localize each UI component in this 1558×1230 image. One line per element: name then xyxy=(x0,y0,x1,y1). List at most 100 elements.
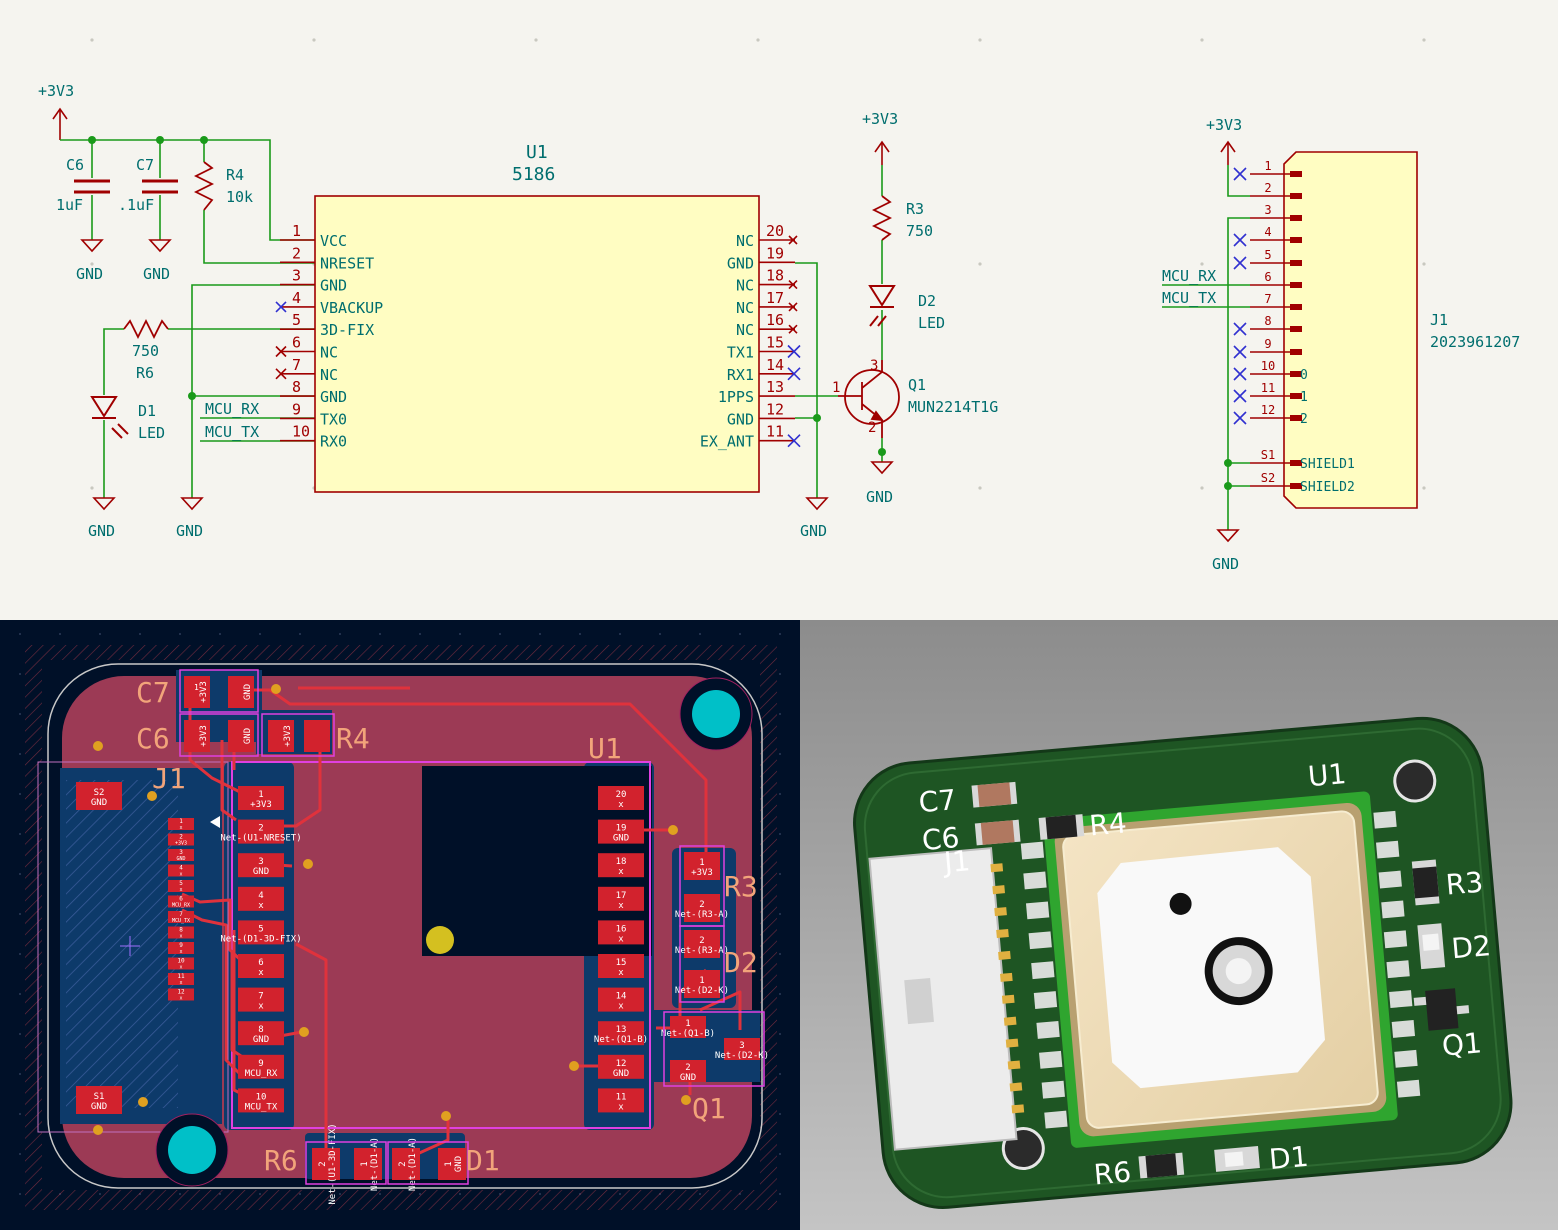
gnd-label-d1: GND xyxy=(88,522,115,540)
pcb-pad[interactable]: 18x xyxy=(598,853,644,878)
led-d1[interactable] xyxy=(90,396,129,439)
junctions-left xyxy=(88,136,208,400)
pcb-pad[interactable] xyxy=(168,942,194,954)
pcb-pad[interactable] xyxy=(304,720,330,752)
resistor-r4[interactable] xyxy=(193,161,215,211)
u1-pin-name: GND xyxy=(320,277,347,295)
u1-pin-num: 6 xyxy=(292,334,301,352)
c6-ref: C6 xyxy=(66,156,84,174)
pcb-pad[interactable] xyxy=(168,864,194,877)
j1-pin-num: 10 xyxy=(1261,359,1275,373)
pad-net: +3V3 xyxy=(199,725,209,747)
pcb-pad[interactable]: +3V3 xyxy=(184,676,210,708)
u1-pin-num: 16 xyxy=(766,311,784,329)
pcb-pad[interactable]: +3V3 xyxy=(184,720,210,752)
capacitor-c6[interactable] xyxy=(74,179,110,194)
pad-number: 5 xyxy=(179,880,183,887)
pcb-pad[interactable]: GND xyxy=(228,720,254,752)
transistor-q1[interactable] xyxy=(838,360,900,438)
junction-u1-gnd xyxy=(813,414,821,422)
j1-symbol-body[interactable] xyxy=(1283,151,1418,509)
pcb-tracks xyxy=(181,686,742,1162)
q1-emitter-dot xyxy=(878,448,886,456)
power-label-3v3-left: +3V3 xyxy=(38,82,74,100)
net-label-mcu-rx-left: MCU_RX xyxy=(205,400,259,418)
pcb-pad[interactable]: 17x xyxy=(598,886,644,911)
d1-3d xyxy=(1214,1146,1260,1172)
pcb-pad[interactable] xyxy=(168,849,194,861)
pcb-pad[interactable] xyxy=(168,988,194,1001)
pcb-pad[interactable]: 6x xyxy=(238,954,284,978)
pad-number: 12 xyxy=(177,989,185,996)
resistor-r6[interactable] xyxy=(123,318,169,340)
pcb-pad[interactable]: 11x xyxy=(598,1088,644,1113)
pcb-pad[interactable]: +3V3 xyxy=(268,720,294,752)
pcb-pad[interactable] xyxy=(168,880,194,892)
v3d-ref-r3: R3 xyxy=(1445,865,1485,901)
u1-symbol-body[interactable] xyxy=(314,195,760,493)
j1-value: 2023961207 xyxy=(1430,333,1520,351)
pad-number: 8 xyxy=(258,1025,263,1035)
pad-net: GND xyxy=(176,856,185,862)
pad-number: 2 xyxy=(258,824,263,834)
pcb-pad[interactable] xyxy=(168,911,194,923)
pad-net: GND xyxy=(613,834,629,844)
pcb-pad[interactable] xyxy=(168,973,194,985)
led-d2[interactable] xyxy=(868,285,896,327)
pcb-pad[interactable]: GND xyxy=(228,676,254,708)
pad-net: +3V3 xyxy=(175,841,187,847)
pad-number: S1 xyxy=(94,1092,105,1102)
pcb-pad[interactable]: 4x xyxy=(238,886,284,911)
resistor-r3[interactable] xyxy=(871,195,893,241)
r4-ref: R4 xyxy=(226,166,244,184)
pcb-pad[interactable] xyxy=(168,957,194,970)
power-3v3-j1 xyxy=(1220,140,1236,165)
gnd-label-c6: GND xyxy=(76,265,103,283)
u1-pin-name: NRESET xyxy=(320,254,374,272)
pcb-pad[interactable] xyxy=(168,833,194,846)
pad-number: S2 xyxy=(94,788,105,798)
pcb-pad[interactable] xyxy=(168,926,194,939)
u1-pin-name: NC xyxy=(736,232,754,250)
pcb-pad[interactable] xyxy=(168,895,194,908)
pad-net: x xyxy=(618,968,624,978)
capacitor-c7[interactable] xyxy=(142,179,178,194)
pcb-pad[interactable]: 14x xyxy=(598,987,644,1012)
pcb-pad[interactable]: 16x xyxy=(598,920,644,945)
pcb-pad[interactable]: 15x xyxy=(598,954,644,978)
pcb-pad[interactable]: 1+3V3 xyxy=(684,852,720,880)
pad-net: GND xyxy=(680,1073,696,1083)
pad-net: MCU_TX xyxy=(172,918,190,924)
u1-pin-num: 11 xyxy=(766,423,784,441)
pcb-pad[interactable] xyxy=(168,818,194,830)
pcb-pad[interactable]: 1+3V3 xyxy=(238,786,284,810)
u1-pin-name: GND xyxy=(320,388,347,406)
pad-number: 4 xyxy=(179,865,183,872)
pcb-pad[interactable]: 7x xyxy=(238,987,284,1012)
u1-pin-num: 20 xyxy=(766,222,784,240)
pcb-ref-r6: R6 xyxy=(264,1144,298,1177)
pcb-pad[interactable]: 20x xyxy=(598,786,644,810)
